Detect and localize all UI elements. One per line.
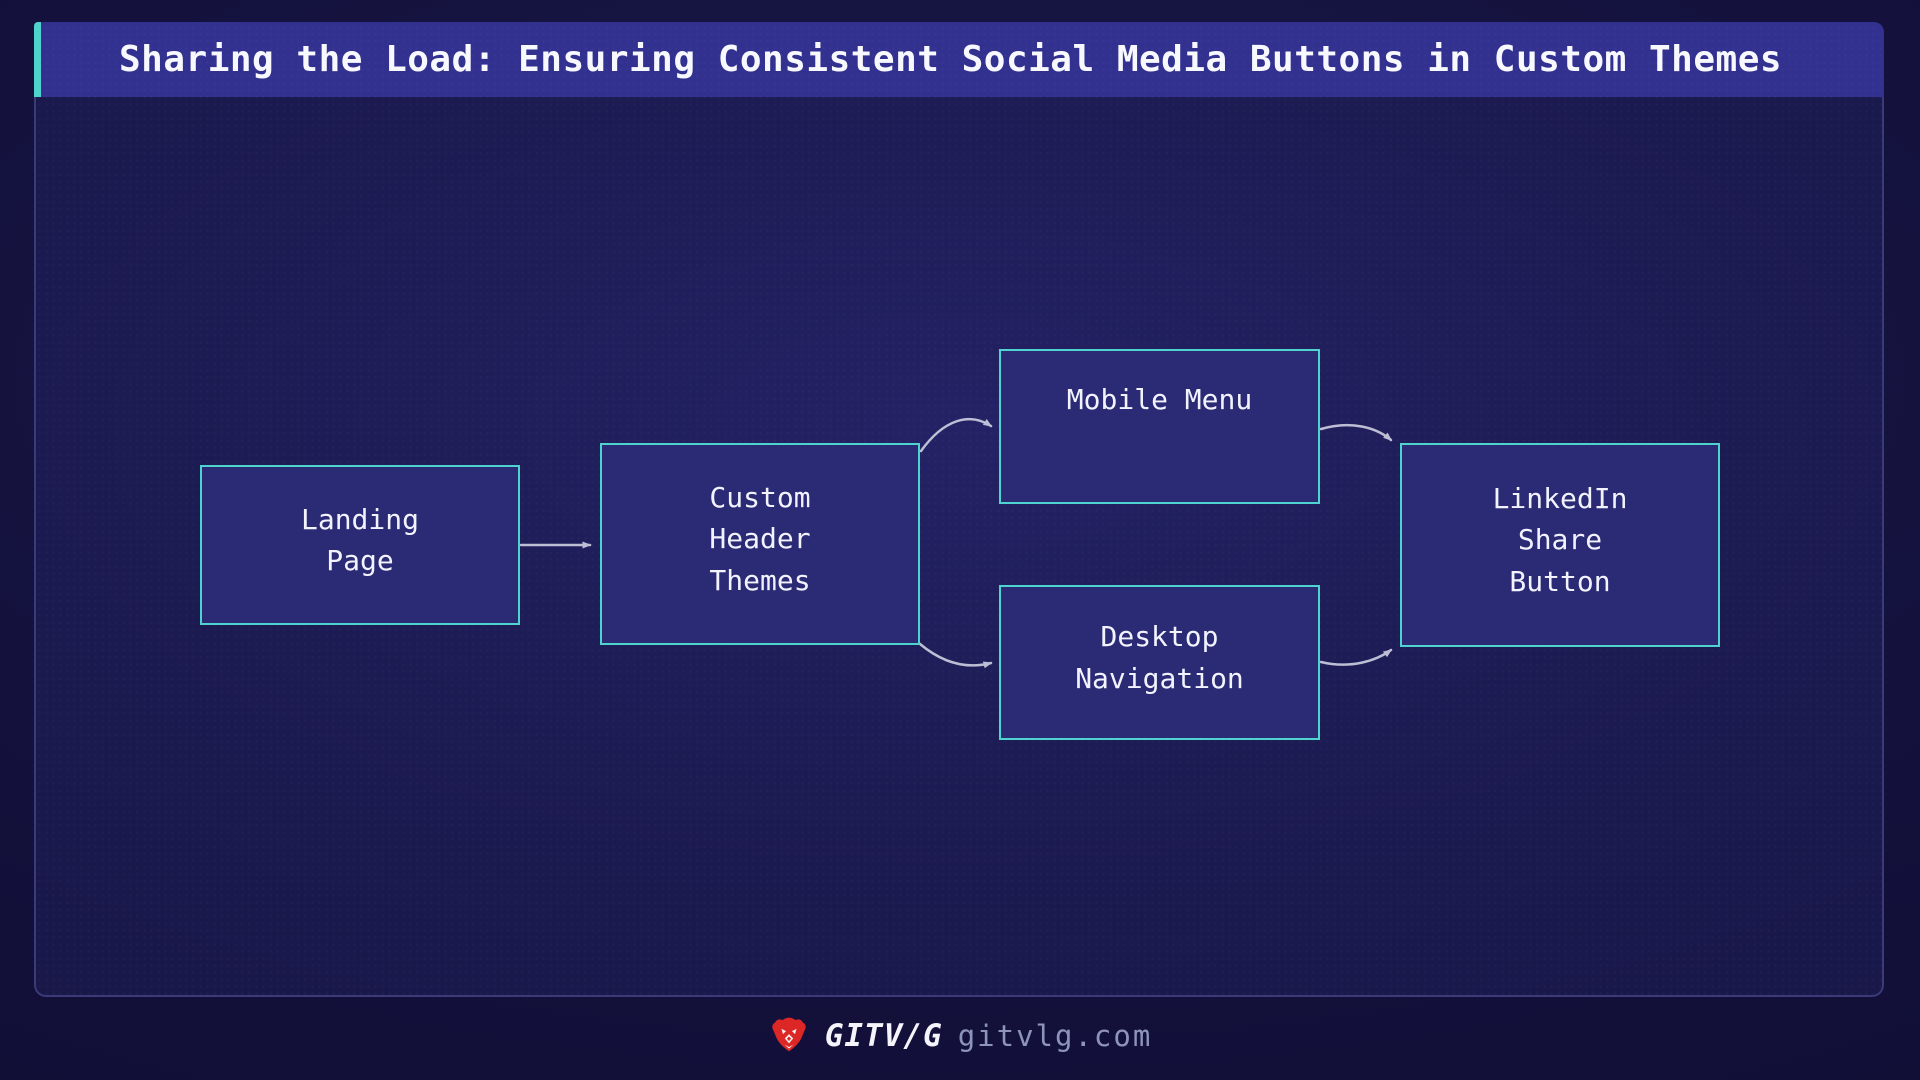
node-label: Custom Header Themes [709,480,811,597]
node-linkedin-share-button: LinkedIn Share Button [1400,443,1720,647]
node-label: LinkedIn Share Button [1492,481,1628,598]
title-bar: Sharing the Load: Ensuring Consistent So… [34,22,1884,97]
node-label: Mobile Menu [1066,382,1253,416]
node-desktop-navigation: Desktop Navigation [999,585,1320,740]
brand-name: GITV/G [824,1018,943,1054]
node-custom-header-themes: Custom Header Themes [600,443,920,645]
node-label: Landing Page [300,502,419,577]
node-label: Desktop Navigation [1075,620,1244,695]
brand-domain: gitvlg.com [957,1019,1153,1053]
lion-icon [768,1015,810,1057]
page-title: Sharing the Load: Ensuring Consistent So… [119,39,1783,80]
node-landing-page: Landing Page [200,465,520,625]
footer-brand: GITV/G gitvlg.com [0,1008,1920,1064]
title-accent-bar [34,22,41,97]
node-mobile-menu: Mobile Menu [999,349,1320,504]
